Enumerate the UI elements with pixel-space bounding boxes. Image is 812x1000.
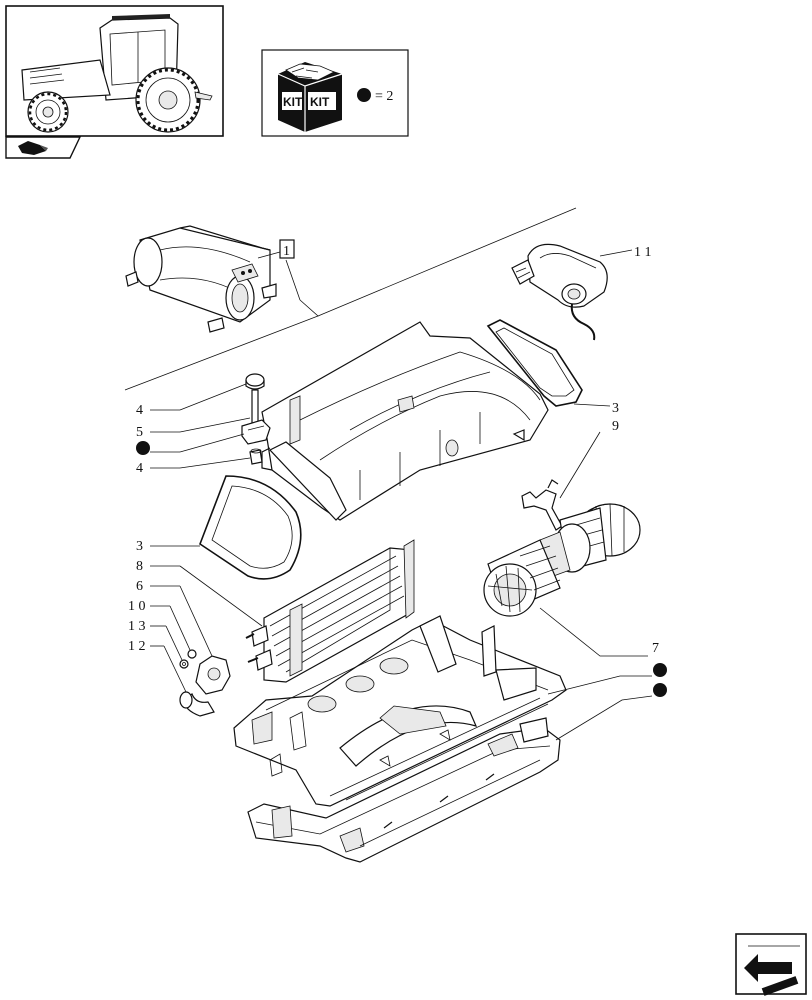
callout-9: 9 xyxy=(612,419,619,434)
callout-3-left: 3 xyxy=(136,539,143,554)
part-11-switch xyxy=(511,243,608,341)
callout-8: 8 xyxy=(136,559,143,574)
callout-3-top: 3 xyxy=(612,401,619,416)
tractor-thumbnail xyxy=(5,5,224,137)
callout-4-top: 4 xyxy=(136,403,143,418)
base-tray xyxy=(247,717,561,863)
next-page-arrow-icon[interactable] xyxy=(735,933,807,996)
callout-7: 7 xyxy=(652,641,659,656)
part-4-cap-top xyxy=(245,373,265,390)
kit-label-left: KIT xyxy=(283,95,303,109)
kit-dot-tray-lower xyxy=(653,683,667,697)
kit-dot-marker xyxy=(357,88,371,102)
part-8-heater-core xyxy=(245,539,415,683)
part-3-gasket-top xyxy=(486,319,583,407)
callout-13: 1 3 xyxy=(128,619,146,634)
part-9-bracket xyxy=(521,479,563,531)
lower-housing-tray xyxy=(233,615,567,807)
upper-housing xyxy=(261,321,549,521)
part-3-gasket-left xyxy=(199,475,302,580)
callout-6: 6 xyxy=(136,579,143,594)
part-13-washer xyxy=(179,659,189,669)
part-7-blower-motor xyxy=(483,503,641,617)
kit-label-right: KIT xyxy=(310,95,330,109)
part-5-valve xyxy=(241,389,271,445)
section-tab-icon xyxy=(5,136,82,159)
part-10-nut xyxy=(187,649,197,659)
kit-dot-5 xyxy=(136,441,150,455)
heater-core-reference xyxy=(125,225,277,333)
callout-11: 1 1 xyxy=(634,245,652,260)
part-6-valve-housing xyxy=(179,655,231,717)
kit-legend-text: = 2 xyxy=(375,89,393,104)
callout-4-bottom: 4 xyxy=(136,461,143,476)
callout-ref-1: 1 xyxy=(283,244,290,259)
kit-legend-box: KIT KIT = 2 xyxy=(261,49,409,137)
kit-dot-tray-upper xyxy=(653,663,667,677)
callout-10: 1 0 xyxy=(128,599,146,614)
callout-5: 5 xyxy=(136,425,143,440)
callout-12: 1 2 xyxy=(128,639,146,654)
ref-box-1 xyxy=(279,239,295,259)
part-4-cap-bottom xyxy=(249,448,263,465)
